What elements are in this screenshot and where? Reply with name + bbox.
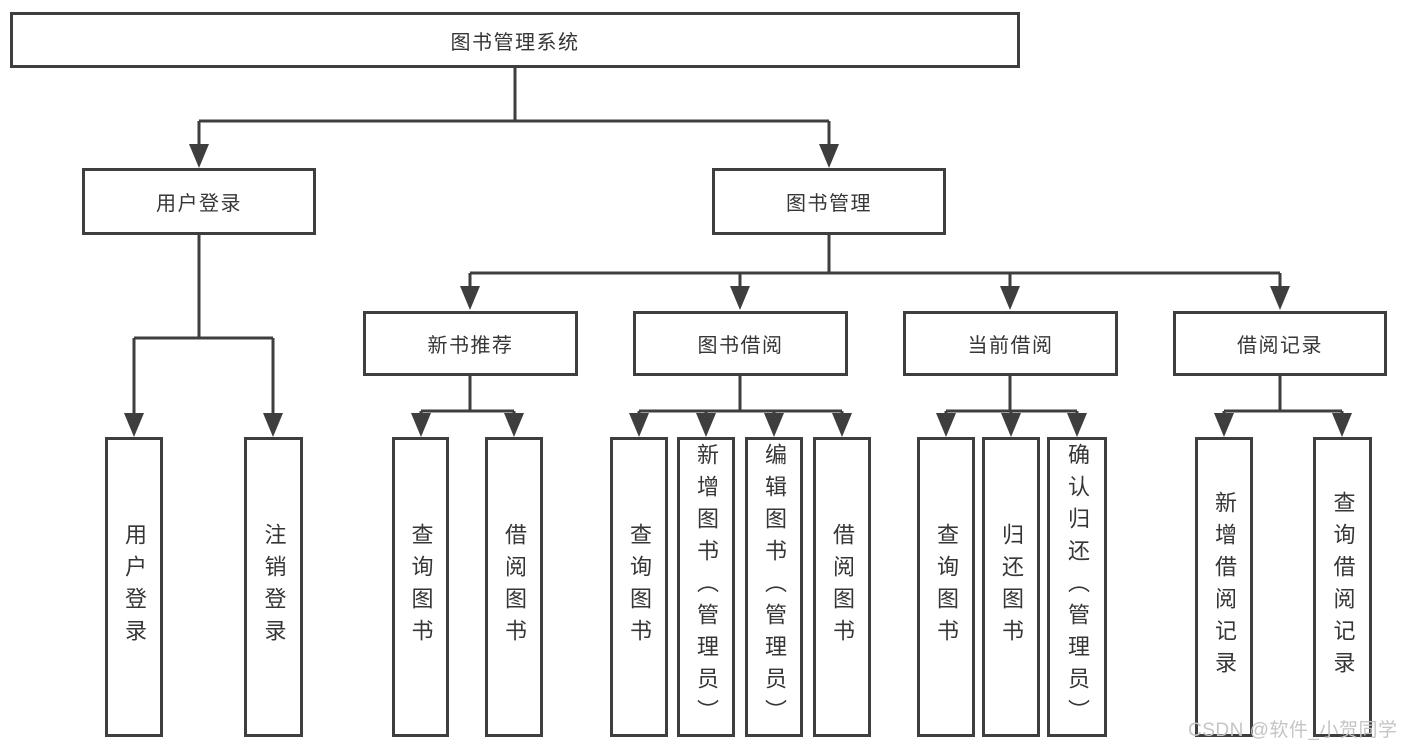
- connector-borrowing-to-leaves: [637, 376, 844, 419]
- leaf-label: 编辑图书（管理员）: [762, 443, 787, 731]
- leaf-query-books: 查询图书: [917, 437, 975, 737]
- leaf-user-login: 用户登录: [105, 437, 163, 737]
- leaf-add-book-admin: 新增图书（管理员）: [677, 437, 735, 737]
- leaf-label: 用户登录: [122, 523, 147, 651]
- leaf-query-books: 查询图书: [610, 437, 668, 737]
- leaf-query-borrow-record: 查询借阅记录: [1313, 437, 1372, 737]
- leaf-confirm-return-admin: 确认归还（管理员）: [1047, 437, 1107, 737]
- connector-current-to-leaves: [944, 376, 1079, 419]
- leaf-label: 注销登录: [261, 523, 287, 651]
- watermark-text: CSDN @软件_小贺同学: [1188, 720, 1398, 741]
- leaf-label: 新增图书（管理员）: [694, 443, 719, 731]
- node-user-login: 用户登录: [82, 168, 316, 235]
- leaf-add-borrow-record: 新增借阅记录: [1195, 437, 1253, 737]
- leaf-logout-login: 注销登录: [244, 437, 303, 737]
- node-new-book-recommendation: 新书推荐: [363, 311, 578, 376]
- leaf-return-books: 归还图书: [982, 437, 1040, 737]
- leaf-label: 借阅图书: [502, 523, 527, 651]
- node-library-system: 图书管理系统: [10, 12, 1020, 68]
- leaf-label: 新增借阅记录: [1212, 491, 1237, 683]
- connector-recommend-to-leaves: [419, 376, 516, 419]
- connector-login-to-leaves: [132, 235, 275, 419]
- leaf-label: 借阅图书: [830, 523, 855, 651]
- node-book-borrowing: 图书借阅: [633, 311, 848, 376]
- leaf-label: 归还图书: [999, 523, 1024, 651]
- leaf-label: 查询图书: [627, 523, 652, 651]
- leaf-label: 查询图书: [934, 523, 959, 651]
- leaf-query-books: 查询图书: [392, 437, 449, 737]
- node-book-management: 图书管理: [712, 168, 946, 235]
- node-borrowing-records: 借阅记录: [1173, 311, 1387, 376]
- leaf-label: 查询借阅记录: [1330, 491, 1356, 683]
- node-current-borrowing: 当前借阅: [903, 311, 1118, 376]
- connector-management-to-level3: [468, 235, 1282, 292]
- connector-records-to-leaves: [1222, 376, 1344, 419]
- arrowheads: [124, 144, 1352, 437]
- leaf-label: 查询图书: [408, 523, 434, 651]
- leaf-borrow-books: 借阅图书: [485, 437, 543, 737]
- leaf-label: 确认归还（管理员）: [1065, 443, 1090, 731]
- connector-root-to-level2: [197, 68, 831, 150]
- leaf-borrow-books: 借阅图书: [813, 437, 871, 737]
- leaf-edit-book-admin: 编辑图书（管理员）: [745, 437, 803, 737]
